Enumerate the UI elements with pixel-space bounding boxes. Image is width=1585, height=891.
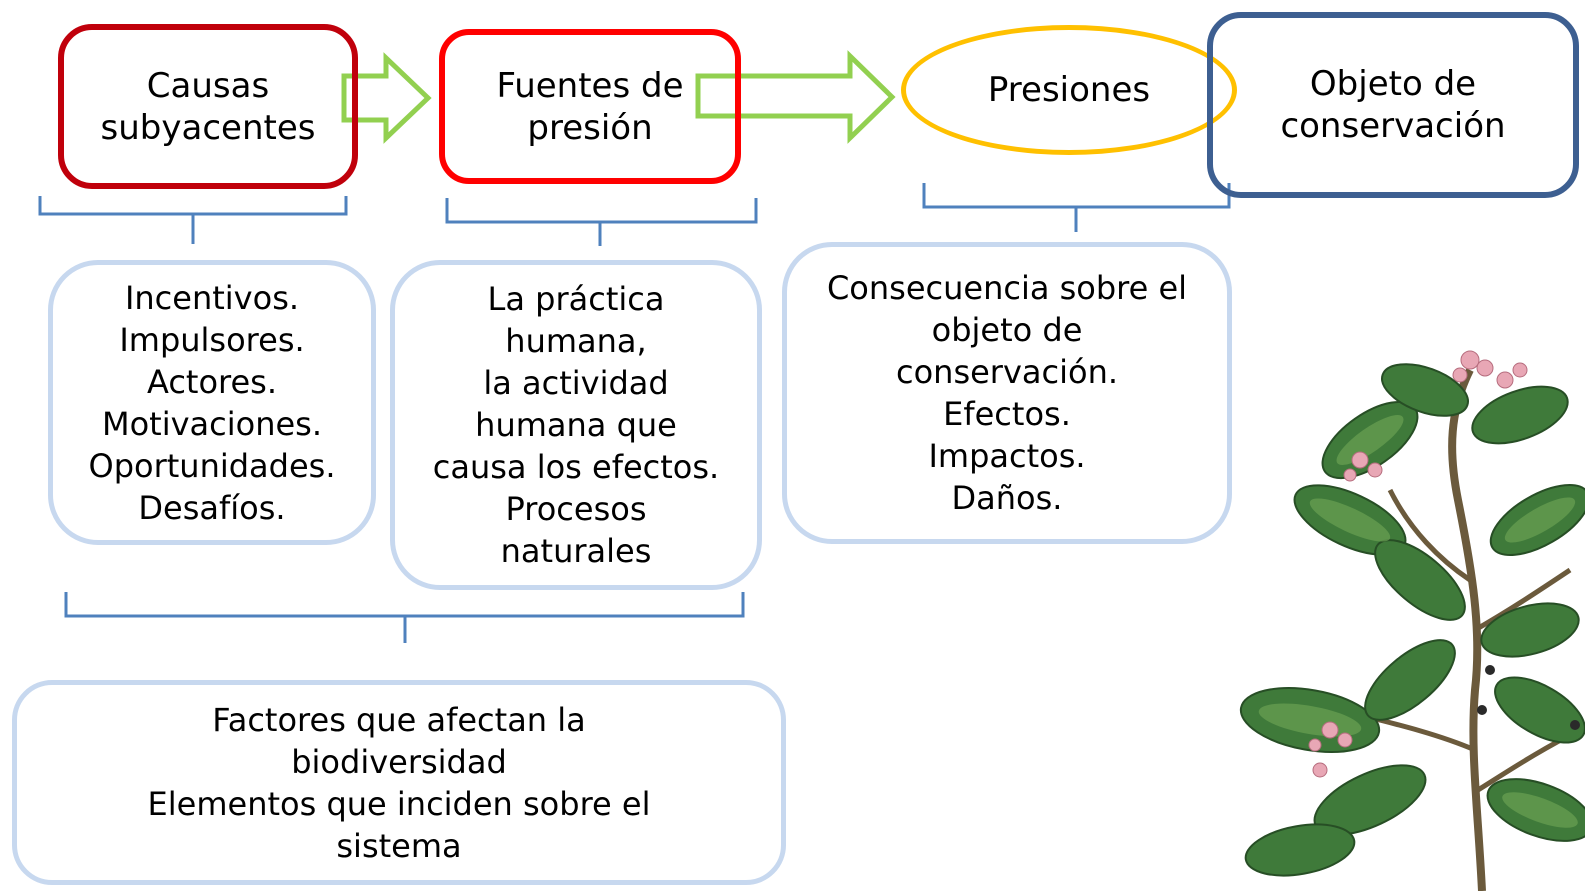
desc-factores-line-1: Factores que afectan la [212,700,586,739]
desc-fuentes: La práctica humana, la actividad humana … [390,260,762,590]
desc-fuentes-line-3: la actividad [483,364,669,402]
desc-fuentes-line-5: causa los efectos. [432,448,720,486]
desc-presiones-line-3: conservación. [895,353,1119,391]
objeto-line-2: conservación [1280,106,1506,146]
box-causas-subyacentes: Causas subyacentes [58,24,358,189]
desc-fuentes-line-2: humana, [505,322,647,360]
desc-presiones-line-2: objeto de [931,311,1083,349]
desc-presiones-line-6: Daños. [951,479,1063,517]
desc-factores: Factores que afectan la biodiversidad El… [12,680,786,885]
box-fuentes-de-presion: Fuentes de presión [439,29,741,184]
brace-fuentes-icon [445,198,758,246]
desc-causas-line-4: Motivaciones. [101,404,323,443]
brace-factores-icon [64,592,745,643]
presiones-label: Presiones [987,70,1151,110]
arrow-causas-to-fuentes-icon [341,52,432,144]
brace-causas-icon [38,196,348,244]
causas-line-1: Causas [146,65,270,106]
desc-factores-line-4: sistema [336,826,462,865]
desc-factores-line-3: Elementos que inciden sobre el [147,784,651,823]
desc-causas-line-2: Impulsores. [119,320,305,359]
desc-factores-line-2: biodiversidad [291,742,507,781]
desc-presiones: Consecuencia sobre el objeto de conserva… [782,242,1232,544]
brace-presiones-icon [922,183,1231,232]
fuentes-line-2: presión [527,107,653,148]
desc-presiones-line-5: Impactos. [928,437,1086,475]
desc-fuentes-line-7: naturales [500,532,652,570]
desc-fuentes-line-1: La práctica [487,280,665,318]
causas-line-2: subyacentes [100,107,316,148]
desc-causas-line-1: Incentivos. [124,278,300,317]
desc-causas-line-6: Desafíos. [138,488,286,527]
objeto-line-1: Objeto de [1309,64,1477,104]
box-objeto-de-conservacion: Objeto de conservación [1207,12,1579,198]
fuentes-line-1: Fuentes de [496,65,684,106]
desc-presiones-line-4: Efectos. [943,395,1071,433]
desc-causas: Incentivos. Impulsores. Actores. Motivac… [48,260,376,545]
desc-causas-line-3: Actores. [146,362,278,401]
plant-branch-illustration [1239,350,1585,891]
desc-fuentes-line-6: Procesos [505,490,647,528]
arrow-fuentes-to-presiones-icon [695,50,896,144]
desc-presiones-line-1: Consecuencia sobre el [826,269,1188,307]
desc-fuentes-line-4: humana que [475,406,677,444]
ellipse-presiones: Presiones [901,25,1237,155]
desc-causas-line-5: Oportunidades. [88,446,336,485]
